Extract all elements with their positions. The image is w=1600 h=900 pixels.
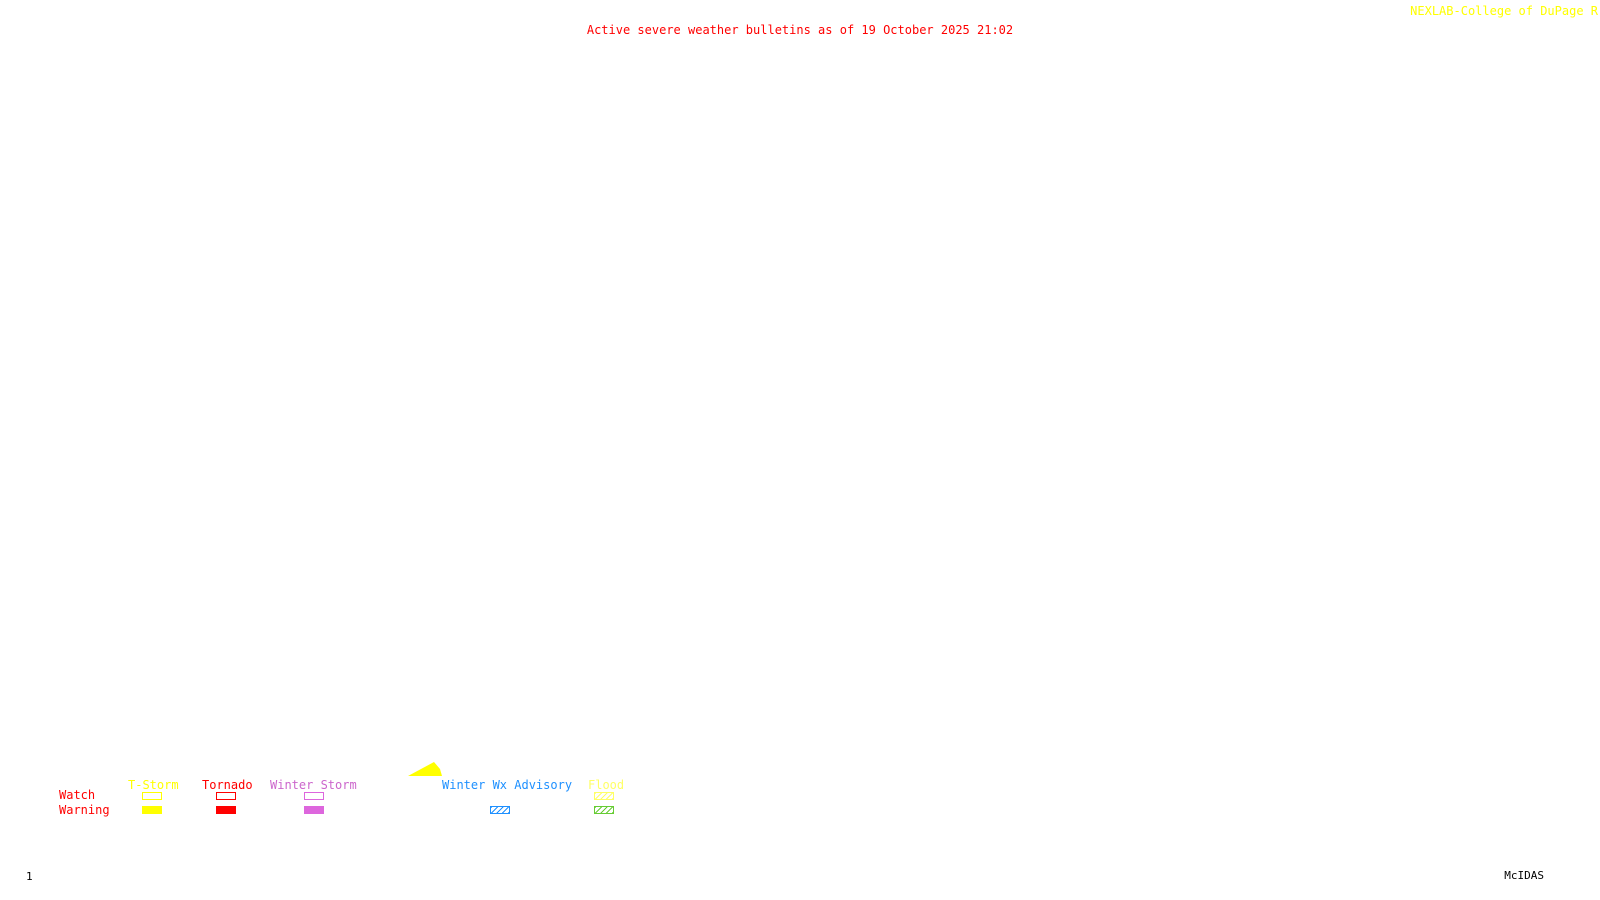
software-label: McIDAS (1504, 869, 1544, 882)
credit-text: NEXLAB-College of DuPage R (1410, 4, 1598, 18)
swatch-flood-warning (594, 806, 614, 814)
swatch-winter-storm-watch (304, 792, 324, 800)
legend-col-tstorm: T-Storm (128, 778, 179, 792)
frame-number: 1 (26, 870, 33, 883)
swatch-flood-watch (594, 792, 614, 800)
swatch-tornado-warning (216, 806, 236, 814)
swatch-tstorm-warning (142, 806, 162, 814)
legend-col-tornado: Tornado (202, 778, 253, 792)
page-title: Active severe weather bulletins as of 19… (586, 23, 1014, 37)
swatch-winter-wx-advisory-warning (490, 806, 510, 814)
swatch-winter-storm-warning (304, 806, 324, 814)
swatch-tstorm-watch (142, 792, 162, 800)
legend-col-winter-storm: Winter Storm (270, 778, 357, 792)
legend-row-warning: Warning (59, 803, 110, 817)
legend-row-watch: Watch (59, 788, 96, 802)
legend-col-winter-wx-advisory: Winter Wx Advisory (442, 778, 573, 792)
swatch-tornado-watch (216, 792, 236, 800)
legend-col-flood: Flood (588, 778, 625, 792)
alert-polygon (408, 762, 442, 776)
